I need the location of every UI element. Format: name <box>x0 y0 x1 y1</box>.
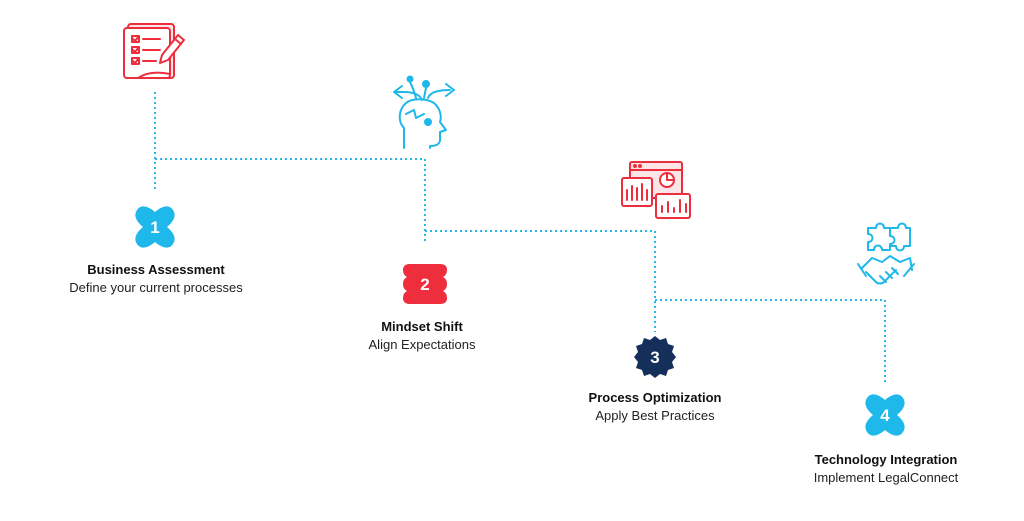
step-3-subtitle: Apply Best Practices <box>595 408 715 423</box>
step-4-caption: Technology Integration Implement LegalCo… <box>776 451 996 487</box>
step-1-title: Business Assessment <box>87 262 225 277</box>
step-3-title: Process Optimization <box>588 390 722 405</box>
step-3-badge: 3 <box>634 336 676 378</box>
step-2-subtitle: Align Expectations <box>368 337 476 352</box>
step-3-badge-shape <box>634 336 676 378</box>
step-1-number: 1 <box>150 218 159 237</box>
step-1-caption: Business Assessment Define your current … <box>46 261 266 297</box>
step-1-subtitle: Define your current processes <box>69 280 243 295</box>
step-3-number: 3 <box>650 348 659 367</box>
step-2-badge-shape <box>403 264 447 304</box>
checklist-document-icon <box>123 23 185 79</box>
head-arrows-icon <box>393 75 455 149</box>
puzzle-handshake-icon <box>857 222 915 285</box>
step-2-badge: 2 <box>403 264 447 304</box>
step-2-caption: Mindset Shift Align Expectations <box>312 318 532 354</box>
step-1-badge: 1 <box>135 206 175 248</box>
connector-1-2 <box>155 158 426 242</box>
step-2-number: 2 <box>420 275 429 294</box>
step-4-badge-shape <box>865 394 905 436</box>
connector-2-3 <box>425 230 656 332</box>
step-1-badge-shape <box>135 206 175 248</box>
step-2-title: Mindset Shift <box>381 319 463 334</box>
connector-lines <box>154 92 886 384</box>
analytics-dashboard-icon <box>621 161 691 219</box>
step-4-badge: 4 <box>865 394 905 436</box>
step-3-caption: Process Optimization Apply Best Practice… <box>545 389 765 425</box>
step-4-subtitle: Implement LegalConnect <box>813 470 959 485</box>
step-4-number: 4 <box>880 406 890 425</box>
step-4-title: Technology Integration <box>814 452 958 467</box>
connector-3-4 <box>655 299 886 384</box>
